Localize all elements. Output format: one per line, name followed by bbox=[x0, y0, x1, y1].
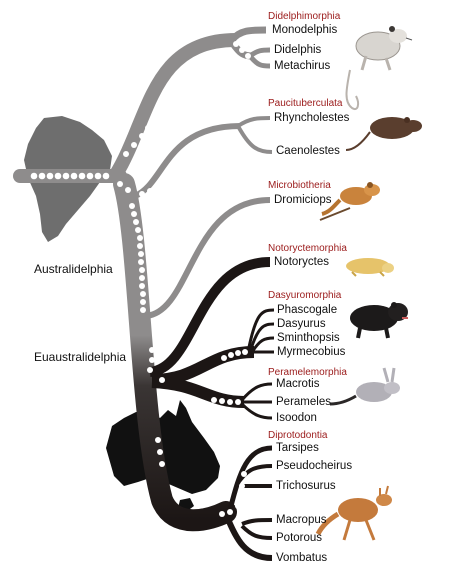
australidelphia-trunk bbox=[113, 173, 237, 532]
microbiotheria-branch bbox=[145, 197, 271, 319]
genus-label-dasyurus: Dasyurus bbox=[277, 318, 326, 330]
genus-label-vombatus: Vombatus bbox=[276, 552, 328, 564]
genus-label-pseudocheirus: Pseudocheirus bbox=[276, 460, 353, 472]
rhyncholestes-branch bbox=[236, 116, 271, 128]
genus-label-phascogale: Phascogale bbox=[277, 304, 338, 316]
tarsipes-branch bbox=[227, 445, 273, 511]
tasmanian-devil-illustration bbox=[350, 302, 408, 339]
order-label-diprotodontia: Diprotodontia bbox=[268, 430, 328, 441]
genus-label-tarsipes: Tarsipes bbox=[276, 442, 319, 454]
marsupial-mole-illustration bbox=[346, 258, 394, 277]
didelphimorphia-branch bbox=[109, 33, 237, 180]
phascogale-branch bbox=[246, 308, 275, 353]
shrew-opossum-illustration bbox=[345, 117, 422, 151]
genus-label-macrotis: Macrotis bbox=[276, 378, 320, 390]
australia-silhouette bbox=[106, 400, 220, 494]
genus-label-myrmecobius: Myrmecobius bbox=[277, 346, 346, 358]
pseudocheirus-branch bbox=[234, 464, 273, 488]
order-label-notoryctemorphia: Notoryctemorphia bbox=[268, 243, 347, 254]
genus-label-potorous: Potorous bbox=[276, 532, 323, 544]
euaustralidelphia-label: Euaustralidelphia bbox=[34, 350, 127, 364]
genus-label-caenolestes: Caenolestes bbox=[276, 145, 340, 157]
order-label-didelphimorphia: Didelphimorphia bbox=[268, 11, 341, 22]
opossum-illustration bbox=[345, 26, 413, 110]
monodelphis-branch bbox=[229, 26, 267, 43]
genus-label-dromiciops: Dromiciops bbox=[274, 194, 332, 206]
genus-label-isoodon: Isoodon bbox=[276, 412, 317, 424]
genus-label-trichosurus: Trichosurus bbox=[276, 480, 336, 492]
didelphis-branch bbox=[248, 47, 271, 59]
potorous-branch bbox=[240, 524, 273, 540]
order-label-peramelemorphia: Peramelemorphia bbox=[268, 367, 347, 378]
genus-label-notoryctes: Notoryctes bbox=[274, 256, 329, 268]
bilby-illustration bbox=[329, 367, 400, 406]
genus-label-rhyncholestes: Rhyncholestes bbox=[274, 112, 350, 124]
node-markers bbox=[30, 41, 251, 525]
paucituberculata-branch bbox=[133, 123, 241, 199]
genus-label-metachirus: Metachirus bbox=[274, 60, 331, 72]
peramelemorphia-stem bbox=[151, 376, 245, 408]
dasyurus-branch bbox=[248, 322, 275, 353]
genus-label-sminthopsis: Sminthopsis bbox=[277, 332, 340, 344]
order-label-paucituberculata: Paucituberculata bbox=[268, 98, 343, 109]
notoryctemorphia-branch bbox=[148, 257, 271, 377]
genus-label-macropus: Macropus bbox=[276, 514, 327, 526]
macropus-branch bbox=[241, 518, 273, 526]
metachirus-branch bbox=[248, 54, 271, 69]
macrotis-branch bbox=[240, 382, 273, 401]
vombatus-branch bbox=[223, 512, 273, 561]
kangaroo-illustration bbox=[315, 485, 392, 541]
order-label-dasyuromorphia: Dasyuromorphia bbox=[268, 290, 342, 301]
caenolestes-branch bbox=[236, 125, 273, 154]
genus-label-didelphis: Didelphis bbox=[274, 44, 322, 56]
australidelphia-label: Australidelphia bbox=[34, 262, 113, 276]
monito-del-monte-illustration bbox=[319, 182, 380, 221]
sminthopsis-branch bbox=[250, 336, 275, 353]
genus-label-monodelphis: Monodelphis bbox=[272, 24, 338, 36]
order-label-microbiotheria: Microbiotheria bbox=[268, 180, 331, 191]
isoodon-branch bbox=[240, 402, 273, 420]
genus-label-perameles: Perameles bbox=[276, 396, 331, 408]
